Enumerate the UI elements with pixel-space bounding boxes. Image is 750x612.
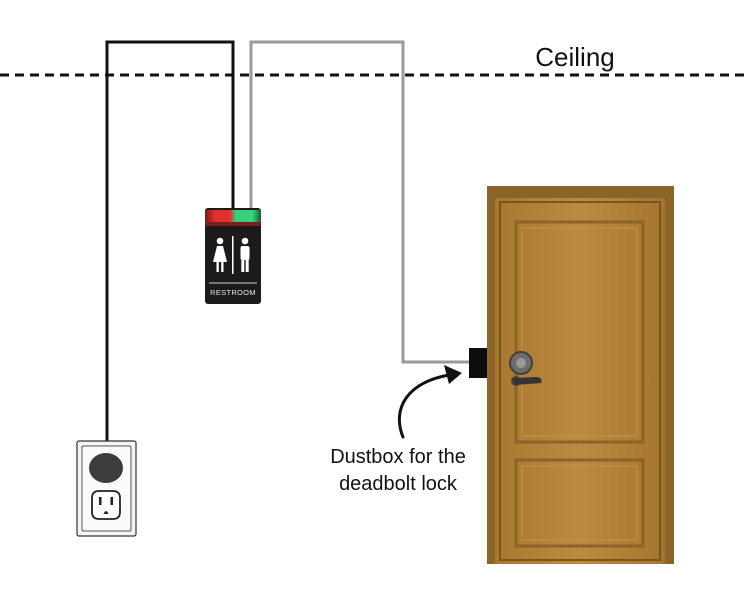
ceiling-label: Ceiling	[535, 42, 615, 72]
annotation-line-1: Dustbox for the	[330, 446, 466, 468]
sign-divider	[232, 236, 234, 274]
annotation-arrow	[397, 365, 462, 439]
status-led-strip	[205, 210, 261, 222]
wall-outlet	[76, 440, 137, 537]
power-wire	[105, 40, 235, 460]
outlet-receptacle	[91, 490, 121, 520]
sign-text: RESTROOM	[210, 288, 256, 297]
deadbolt-icon	[509, 351, 533, 375]
signal-wire	[249, 40, 470, 364]
outlet-plug	[89, 453, 123, 483]
door-panel-upper	[514, 220, 645, 444]
door-panel-lower	[514, 458, 645, 548]
restroom-sign: RESTROOM	[205, 208, 261, 304]
woman-icon	[213, 237, 227, 272]
man-icon	[240, 237, 250, 272]
door-handle-icon	[511, 376, 542, 386]
deadbolt-dustbox	[469, 348, 487, 378]
annotation-line-2: deadbolt lock	[339, 473, 458, 495]
door	[487, 186, 674, 564]
